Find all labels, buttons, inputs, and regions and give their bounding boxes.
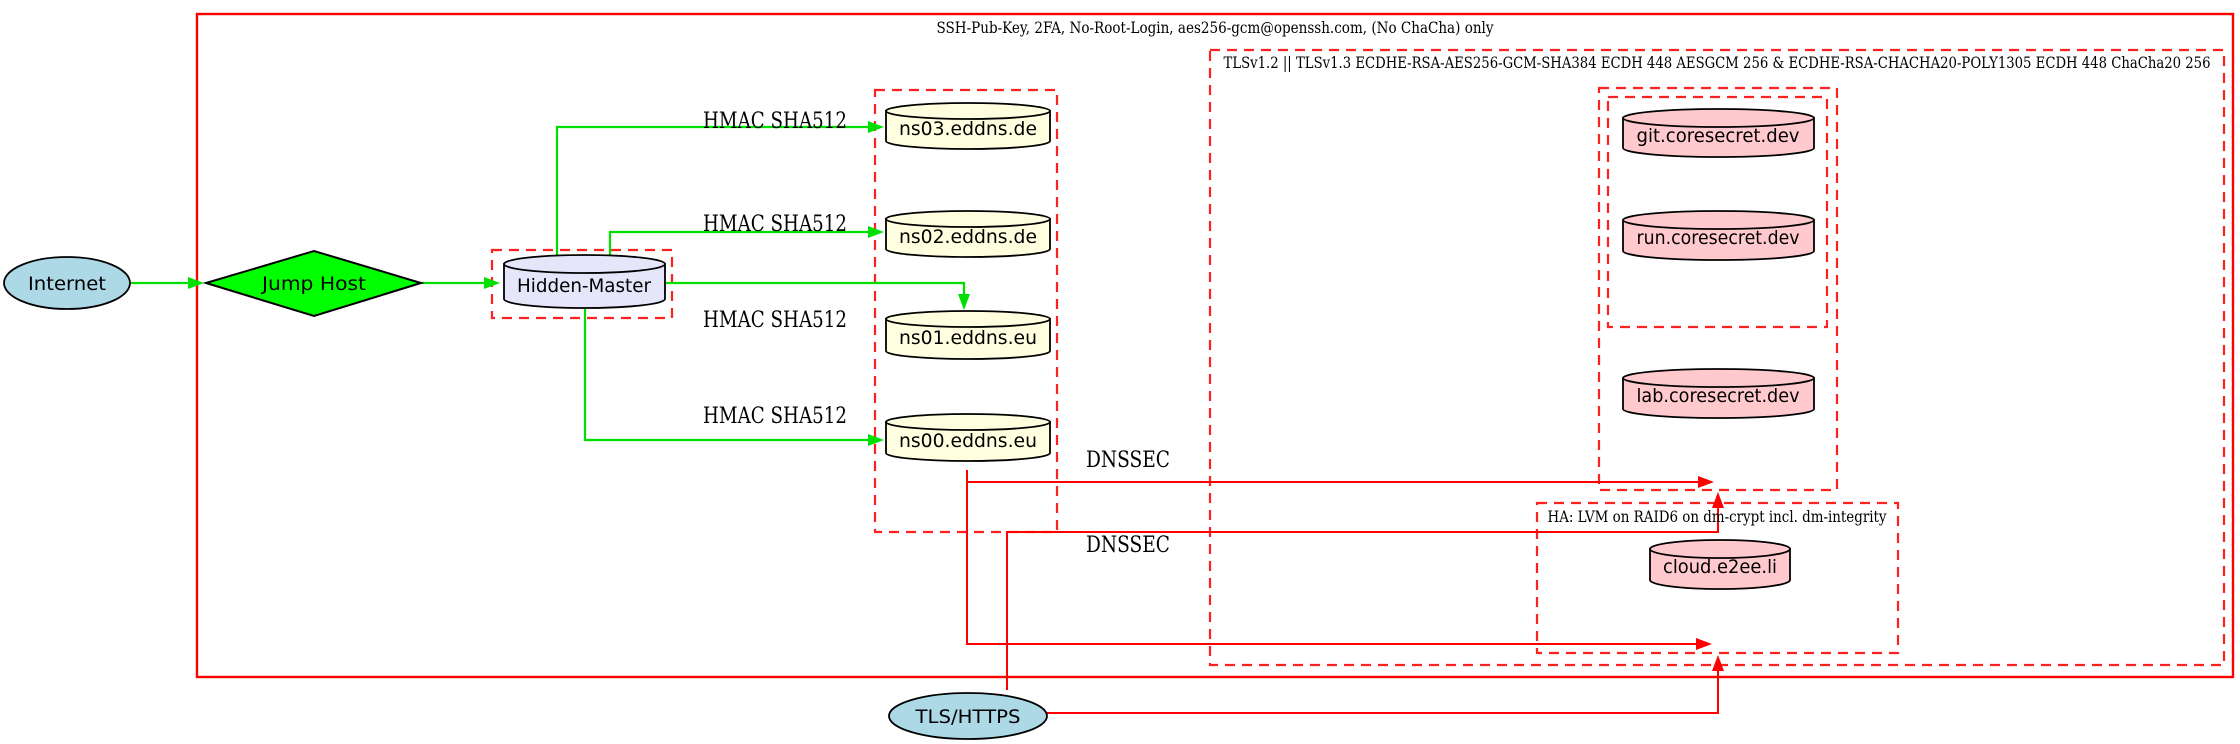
- arrowhead-ns00: [868, 434, 884, 446]
- node-ns02-label: ns02.eddns.de: [899, 226, 1037, 248]
- cylinder-body: [885, 421, 1051, 462]
- cylinder-rim: [1622, 108, 1815, 128]
- edge-tls-top-to-coresecret: [1006, 508, 1719, 690]
- cylinder-body: [503, 263, 666, 309]
- cylinder-rim: [885, 210, 1051, 228]
- edge-hiddenmaster-ns01: [665, 281, 966, 294]
- edge-dnssec-to-ha: [966, 482, 1696, 645]
- edge-tls-right-to-ha: [1047, 671, 1719, 714]
- cylinder-rim: [1622, 368, 1815, 388]
- node-tls-https: [888, 692, 1048, 740]
- node-git: git.coresecret.dev: [1622, 108, 1815, 158]
- node-git-label: git.coresecret.dev: [1637, 125, 1800, 147]
- edge-label-hmac-ns02: HMAC SHA512: [703, 212, 847, 237]
- edge-dnssec-to-coresecret: [966, 470, 1698, 483]
- node-ns00: ns00.eddns.eu: [885, 413, 1051, 462]
- node-ns03: ns03.eddns.de: [885, 102, 1051, 150]
- edge-label-hmac-ns01: HMAC SHA512: [703, 308, 847, 333]
- arrowhead-ns03: [868, 121, 884, 133]
- arrowhead-dnssec-ha: [1696, 638, 1712, 650]
- cylinder-rim: [503, 254, 666, 274]
- node-ns03-label: ns03.eddns.de: [899, 118, 1037, 140]
- edge-hiddenmaster-ns00: [583, 308, 868, 442]
- node-jump-host-label: Jump Host: [261, 273, 366, 295]
- cluster-tls-label: TLSv1.2 || TLSv1.3 ECDHE-RSA-AES256-GCM-…: [1224, 53, 2211, 72]
- node-internet: [3, 256, 131, 310]
- arrowhead-jumphost-hiddenmaster: [484, 277, 500, 289]
- cylinder-body: [1649, 548, 1791, 590]
- cluster-gitrun-box: [1606, 95, 1829, 329]
- node-ns00-label: ns00.eddns.eu: [899, 430, 1037, 452]
- cluster-ssh-box: [195, 12, 2235, 679]
- edge-hiddenmaster-ns03: [555, 125, 868, 256]
- arrowhead-ns02: [868, 226, 884, 238]
- node-internet-label: Internet: [28, 273, 106, 295]
- cluster-coresecret-box: [1597, 86, 1839, 492]
- cluster-ha-label: HA: LVM on RAID6 on dm-crypt incl. dm-in…: [1548, 507, 1887, 526]
- arrowhead-tls-coresecret: [1712, 492, 1724, 508]
- edge-label-dnssec-2: DNSSEC: [1086, 533, 1170, 558]
- cylinder-rim: [885, 102, 1051, 120]
- node-ns02: ns02.eddns.de: [885, 210, 1051, 258]
- cylinder-body: [885, 218, 1051, 258]
- node-run-label: run.coresecret.dev: [1637, 227, 1800, 249]
- node-cloud-label: cloud.e2ee.li: [1663, 556, 1777, 578]
- node-ns01-label: ns01.eddns.eu: [899, 327, 1037, 349]
- edge-label-dnssec-1: DNSSEC: [1086, 448, 1170, 473]
- cluster-tls-box: [1208, 48, 2226, 667]
- cylinder-rim: [1649, 539, 1791, 559]
- cylinder-body: [1622, 377, 1815, 419]
- edge-hiddenmaster-ns02: [608, 230, 868, 256]
- node-lab: lab.coresecret.dev: [1622, 368, 1815, 419]
- node-hidden-master-label: Hidden-Master: [517, 275, 651, 297]
- arrowhead-dnssec-coresecret: [1698, 476, 1714, 488]
- cylinder-rim: [1622, 210, 1815, 230]
- node-jump-host: [202, 249, 425, 318]
- node-run: run.coresecret.dev: [1622, 210, 1815, 261]
- node-ns01: ns01.eddns.eu: [885, 310, 1051, 360]
- edge-label-hmac-ns03: HMAC SHA512: [703, 109, 847, 134]
- node-cloud: cloud.e2ee.li: [1649, 539, 1791, 590]
- cylinder-body: [1622, 219, 1815, 261]
- node-hidden-master: Hidden-Master: [503, 254, 666, 309]
- arrowhead-internet-jumphost: [188, 277, 204, 289]
- node-lab-label: lab.coresecret.dev: [1637, 385, 1800, 407]
- cylinder-rim: [885, 310, 1051, 328]
- cluster-ssh-label: SSH-Pub-Key, 2FA, No-Root-Login, aes256-…: [937, 18, 1494, 37]
- arrowhead-ns01: [958, 294, 970, 310]
- node-tls-https-label: TLS/HTTPS: [914, 706, 1020, 728]
- cylinder-body: [885, 110, 1051, 150]
- edge-label-hmac-ns00: HMAC SHA512: [703, 404, 847, 429]
- cylinder-body: [885, 318, 1051, 360]
- arrowhead-tls-ha: [1712, 655, 1724, 671]
- cylinder-body: [1622, 117, 1815, 158]
- cylinder-rim: [885, 413, 1051, 431]
